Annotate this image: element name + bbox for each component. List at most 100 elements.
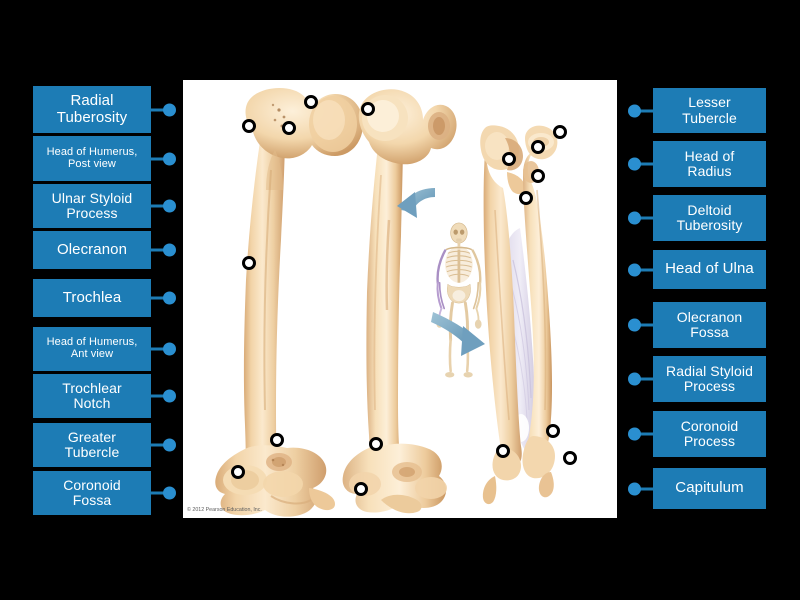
arrow-left xyxy=(397,188,435,218)
connector-ulnar-styloid-process xyxy=(151,184,179,228)
connector-line xyxy=(151,347,165,351)
connector-capitulum xyxy=(625,468,653,509)
connector-coronoid-process xyxy=(625,411,653,457)
connector-dot[interactable] xyxy=(163,291,176,305)
marker-14[interactable] xyxy=(519,191,533,205)
label-text: Head of Humerus,Post view xyxy=(46,145,138,170)
marker-17[interactable] xyxy=(563,451,577,465)
connector-radial-tuberosity xyxy=(151,86,179,133)
connector-dot[interactable] xyxy=(163,389,176,403)
connector-dot[interactable] xyxy=(628,157,641,171)
connector-trochlea xyxy=(151,279,179,317)
connector-deltoid-tuberosity xyxy=(625,195,653,241)
marker-3[interactable] xyxy=(282,121,296,135)
anatomy-image-panel: © 2012 Pearson Education, Inc. xyxy=(183,80,617,518)
marker-4[interactable] xyxy=(361,102,375,116)
marker-5[interactable] xyxy=(242,256,256,270)
connector-dot[interactable] xyxy=(628,318,641,332)
connector-dot[interactable] xyxy=(163,486,176,500)
connector-line xyxy=(639,109,653,112)
connector-line xyxy=(151,157,165,160)
connector-dot[interactable] xyxy=(628,427,641,441)
label-capitulum[interactable]: Capitulum xyxy=(653,468,766,509)
connector-dot[interactable] xyxy=(163,103,176,116)
connector-line xyxy=(639,323,653,327)
marker-16[interactable] xyxy=(496,444,510,458)
connector-radial-styloid-process xyxy=(625,356,653,402)
connector-dot[interactable] xyxy=(163,438,176,452)
marker-2[interactable] xyxy=(242,119,256,133)
marker-10[interactable] xyxy=(553,125,567,139)
label-trochlea[interactable]: Trochlea xyxy=(33,279,151,317)
connector-dot[interactable] xyxy=(628,211,641,225)
connector-line xyxy=(639,268,653,271)
marker-9[interactable] xyxy=(354,482,368,496)
arrow-right xyxy=(431,312,485,356)
connector-head-of-ulna xyxy=(625,250,653,289)
skeleton-figure xyxy=(436,222,482,378)
label-head-of-humerus-post[interactable]: Head of Humerus,Post view xyxy=(33,136,151,181)
humerus-posterior xyxy=(215,88,363,517)
marker-15[interactable] xyxy=(546,424,560,438)
connector-line xyxy=(151,204,165,208)
label-head-of-ulna[interactable]: Head of Ulna xyxy=(653,250,766,289)
marker-11[interactable] xyxy=(531,140,545,154)
connector-dot[interactable] xyxy=(628,482,641,495)
label-text: Olecranon xyxy=(56,240,128,258)
marker-13[interactable] xyxy=(531,169,545,183)
connector-dot[interactable] xyxy=(628,372,641,386)
connector-line xyxy=(639,432,653,436)
connector-dot[interactable] xyxy=(163,243,176,257)
connector-coronoid-fossa xyxy=(151,471,179,515)
connector-line xyxy=(639,377,653,381)
marker-6[interactable] xyxy=(270,433,284,447)
connector-line xyxy=(151,443,165,447)
connector-trochlear-notch xyxy=(151,374,179,418)
connector-dot[interactable] xyxy=(163,199,176,213)
connector-dot[interactable] xyxy=(628,263,641,276)
connector-dot[interactable] xyxy=(628,104,641,117)
label-text: Head of Ulna xyxy=(665,260,754,278)
connector-line xyxy=(151,491,165,495)
marker-1[interactable] xyxy=(304,95,318,109)
connector-head-of-humerus-ant xyxy=(151,327,179,371)
connector-olecranon-fossa xyxy=(625,302,653,348)
connector-line xyxy=(639,216,653,220)
bones-illustration xyxy=(183,80,617,518)
label-text: Head of Humerus,Ant view xyxy=(46,336,138,360)
connector-dot[interactable] xyxy=(163,342,176,356)
connector-line xyxy=(639,162,653,166)
connector-dot[interactable] xyxy=(163,152,176,165)
connector-greater-tubercle xyxy=(151,423,179,467)
connector-line xyxy=(151,108,165,111)
marker-12[interactable] xyxy=(502,152,516,166)
label-head-of-humerus-ant[interactable]: Head of Humerus,Ant view xyxy=(33,327,151,371)
label-text: Trochlea xyxy=(62,288,122,306)
label-olecranon[interactable]: Olecranon xyxy=(33,231,151,269)
marker-7[interactable] xyxy=(231,465,245,479)
marker-8[interactable] xyxy=(369,437,383,451)
connector-olecranon xyxy=(151,231,179,269)
